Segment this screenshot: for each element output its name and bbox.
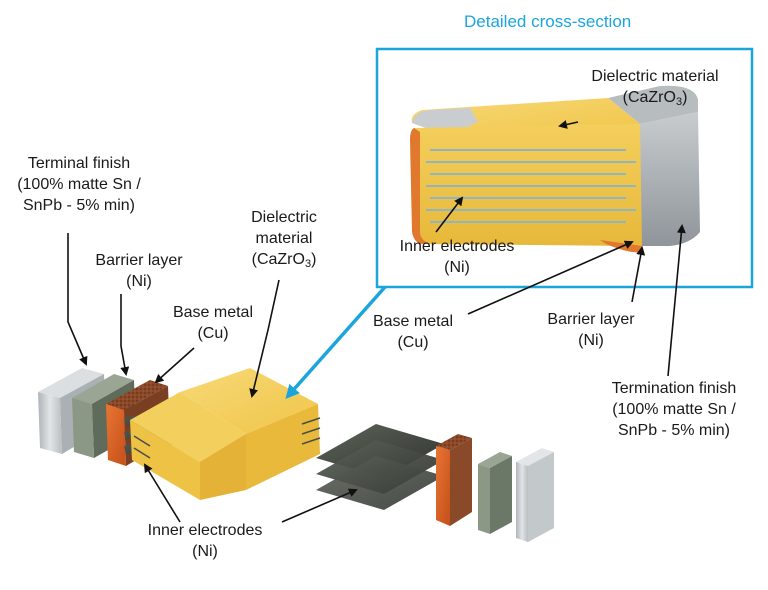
label-inner-electrodes-exploded: Inner electrodes (Ni) — [147, 522, 263, 560]
detail-title: Detailed cross-section — [464, 12, 632, 31]
label-termination-finish: Termination finish (100% matte Sn / SnPb… — [611, 380, 737, 439]
label-base-metal: Base metal (Cu) — [172, 304, 254, 342]
tin-block-right — [516, 448, 554, 542]
label-barrier-layer: Barrier layer (Ni) — [95, 252, 183, 290]
label-barrier-layer-detail: Barrier layer (Ni) — [547, 311, 635, 349]
label-terminal-finish: Terminal finish (100% matte Sn / SnPb - … — [17, 155, 141, 214]
label-dielectric-detail: Dielectric material (CaZrO3) — [591, 68, 719, 108]
nickel-block-right — [478, 452, 512, 534]
detail-box — [375, 47, 754, 289]
zoom-arrow — [285, 285, 387, 399]
label-inner-electrodes-detail: Inner electrodes (Ni) — [399, 238, 515, 276]
electrode-plates-right — [316, 424, 444, 510]
detail-electrodes — [426, 149, 636, 223]
dielectric-block — [130, 368, 321, 500]
detail-capacitor — [410, 85, 700, 253]
label-dielectric-exploded: Dielectric material (CaZrO3) — [251, 209, 317, 270]
leader-lines — [67, 120, 686, 523]
label-base-metal-detail: Base metal (Cu) — [372, 313, 454, 351]
copper-block-right — [436, 434, 472, 526]
